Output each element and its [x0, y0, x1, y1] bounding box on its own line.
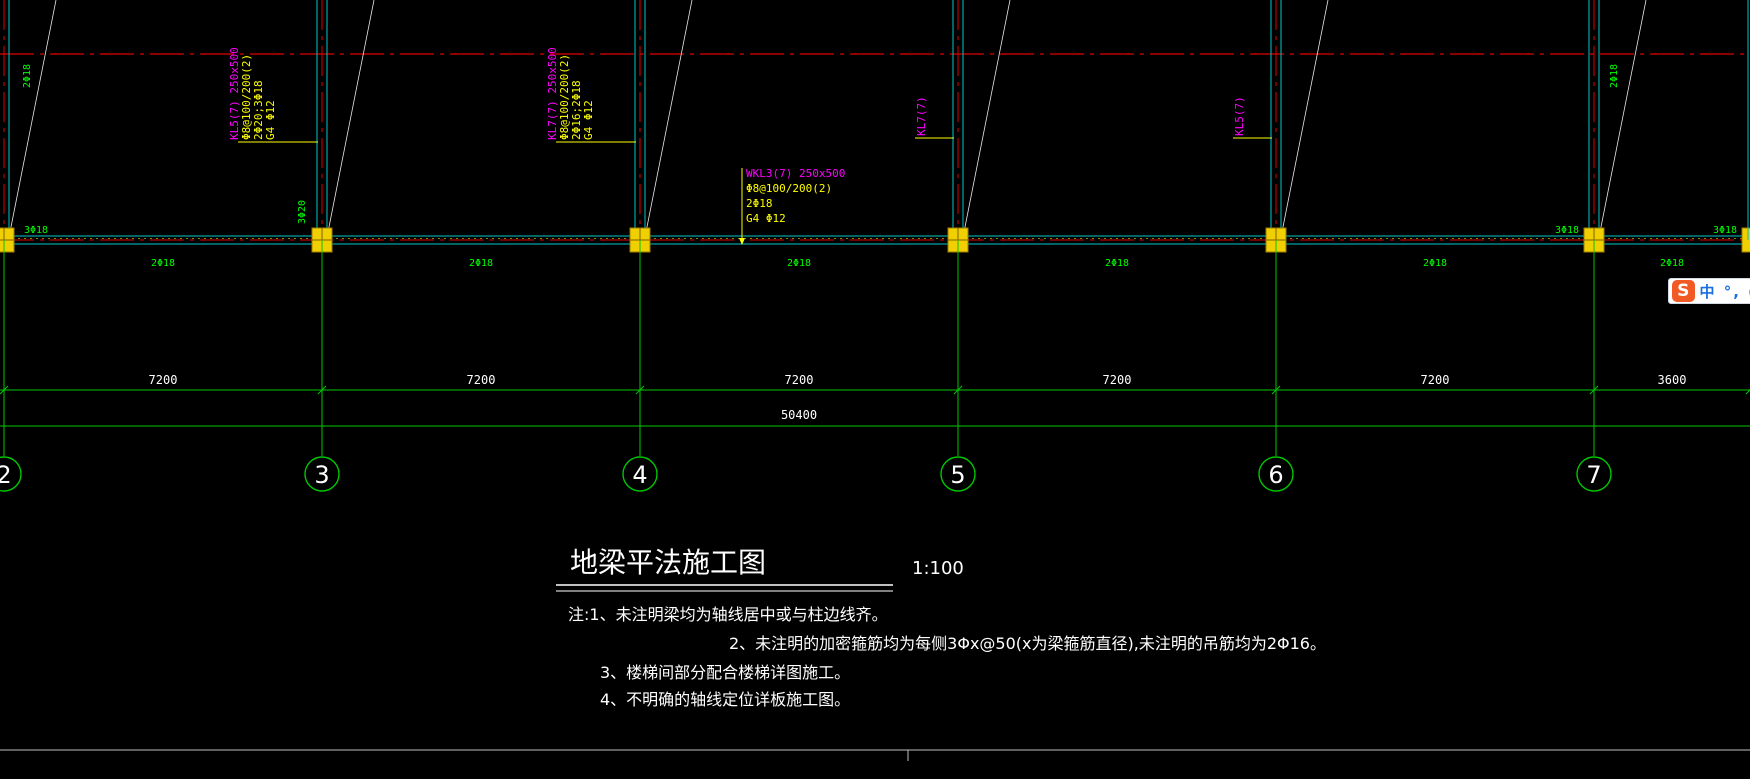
wkl-leader-arrow [739, 238, 745, 245]
bottom-rebar-label: 2Φ18 [1423, 258, 1447, 269]
beam-label-kl7-a: KL7(7) 250x500 Φ8@100/200(2) 2Φ16;2Φ18 G… [546, 47, 595, 140]
beam-label-line: KL7(7) 250x500 [546, 47, 559, 140]
support-rebar-label: 3Φ18 [24, 225, 48, 236]
column-square [1741, 227, 1750, 253]
ime-status-text[interactable]: 中 °, ( [1699, 282, 1750, 301]
beam-label-kl7-b: KL7(7) [915, 96, 928, 136]
axis-bubble-label: 7 [1586, 461, 1601, 489]
axis-bubble [0, 456, 22, 492]
total-dimension-label: 50400 [781, 408, 817, 422]
dimension-tick [317, 385, 327, 395]
axis-bubble-label: 5 [950, 461, 965, 489]
axis-bubble [940, 456, 976, 492]
beam-label-line: 2Φ16;2Φ18 [570, 80, 583, 140]
leader-diagonal-line [9, 0, 57, 233]
beam-label-line: 2Φ20;3Φ18 [252, 80, 265, 140]
wkl-label-line: WKL3(7) 250x500 [746, 167, 845, 180]
leader-diagonal-line [645, 0, 693, 233]
note-1: 注:1、未注明梁均为轴线居中或与柱边线齐。 [568, 605, 888, 624]
support-rebar-label: 3Φ20 [297, 200, 308, 224]
support-rebar-label: 3Φ18 [1713, 225, 1737, 236]
drawing-scale: 1:100 [912, 558, 964, 579]
span-dimension-label: 7200 [467, 373, 496, 387]
support-rebar-label: 3Φ18 [1555, 225, 1579, 236]
note-4: 4、不明确的轴线定位详板施工图。 [600, 690, 850, 709]
beam-structure [0, 0, 1750, 253]
axis-bubble-label: 3 [314, 461, 329, 489]
bottom-rebar-label: 2Φ18 [151, 258, 175, 269]
axis-bubble [1258, 456, 1294, 492]
beam-label-line: G4 Φ12 [264, 100, 277, 140]
axis-bubble-label: 6 [1268, 461, 1283, 489]
drawing-title: 地梁平法施工图 [570, 546, 766, 579]
leader-diagonal-line [1281, 0, 1329, 233]
note-3: 3、楼梯间部分配合楼梯详图施工。 [600, 663, 850, 682]
beam-label-kl5-b: KL5(7) [1233, 96, 1246, 136]
beam-label-line: KL5(7) [1233, 96, 1246, 136]
dimension-tick [1745, 389, 1750, 395]
wkl-label-line: 2Φ18 [746, 197, 773, 210]
span-dimension-label: 3600 [1658, 373, 1687, 387]
dimension-tick [0, 385, 9, 395]
bottom-rebar-label: 2Φ18 [469, 258, 493, 269]
dimension-tick [1271, 385, 1281, 395]
beam-label-line: KL7(7) [915, 96, 928, 136]
ime-toolbar[interactable]: S 中 °, ( [1668, 278, 1750, 304]
axis-bubble [622, 456, 658, 492]
axis-bubble-label: 4 [632, 461, 647, 489]
wkl-beam-label: WKL3(7) 250x500 Φ8@100/200(2) 2Φ18 G4 Φ1… [746, 167, 845, 225]
dimension-tick [1589, 385, 1599, 395]
span-dimension-label: 7200 [785, 373, 814, 387]
axis-bubble [1576, 456, 1612, 492]
axis-bubble [304, 456, 340, 492]
wkl-label-line: Φ8@100/200(2) [746, 182, 832, 195]
sogou-logo-icon[interactable]: S [1672, 280, 1695, 302]
leader-diagonal-line [1599, 0, 1647, 233]
beam-label-line: G4 Φ12 [582, 100, 595, 140]
beam-label-kl5-a: KL5(7) 250x500 Φ8@100/200(2) 2Φ20;3Φ18 G… [228, 47, 277, 140]
span-dimension-label: 7200 [1421, 373, 1450, 387]
note-2: 2、未注明的加密箍筋均为每侧3Φx@50(x为梁箍筋直径),未注明的吊筋均为2Φ… [729, 634, 1326, 653]
beam-label-line: Φ8@100/200(2) [240, 54, 253, 140]
vertical-rebar-label: 2Φ18 [22, 64, 33, 88]
beam-label-line: KL5(7) 250x500 [228, 47, 241, 140]
leader-diagonal-line [327, 0, 375, 233]
wkl-label-line: G4 Φ12 [746, 212, 786, 225]
axis-bubbles: 2 3 4 5 6 7 [0, 456, 1612, 492]
vertical-rebar-label: 2Φ18 [1609, 64, 1620, 88]
bottom-rebar-label: 2Φ18 [1105, 258, 1129, 269]
leader-diagonal-line [963, 0, 1011, 233]
dimension-lines: 2Φ18 2Φ18 2Φ18 2Φ18 2Φ18 2Φ18 7200 7200 7200 7200… [0, 240, 1750, 456]
axis-bubble-label: 2 [0, 461, 12, 489]
bottom-rebar-label: 2Φ18 [1660, 258, 1684, 269]
bottom-rebar-label: 2Φ18 [787, 258, 811, 269]
span-dimension-label: 7200 [1103, 373, 1132, 387]
span-dimension-label: 7200 [149, 373, 178, 387]
dimension-tick [635, 385, 645, 395]
dimension-tick [953, 385, 963, 395]
beam-label-line: Φ8@100/200(2) [558, 54, 571, 140]
